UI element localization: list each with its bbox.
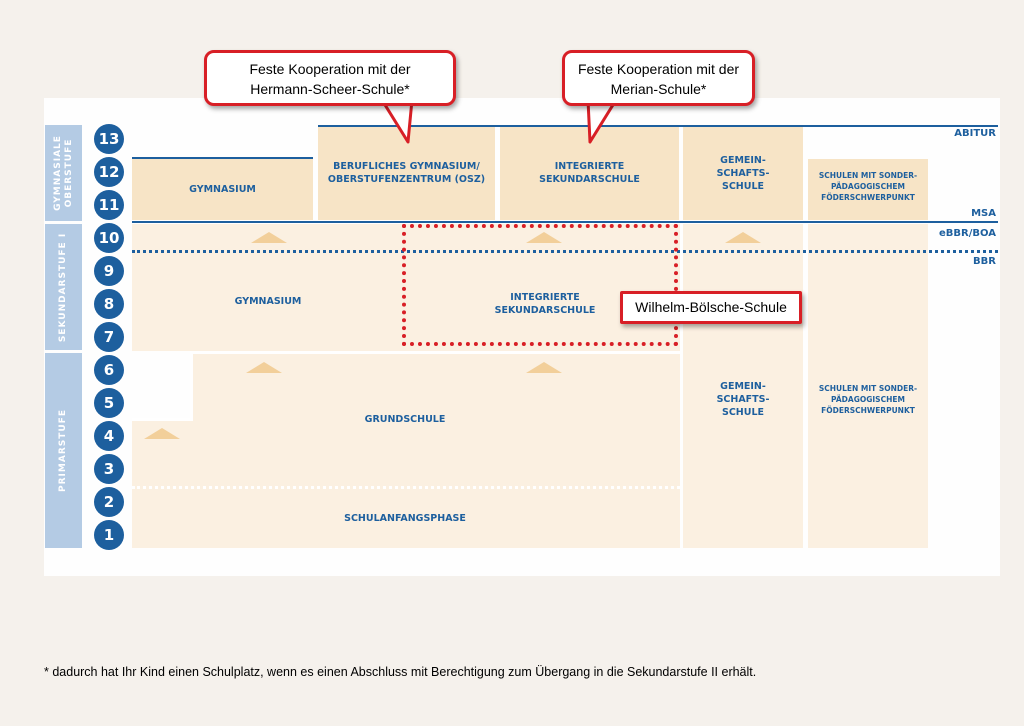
label-gymnasium-upper: GYMNASIUM [189, 184, 256, 195]
transition-triangle-grundschule-6b [526, 362, 562, 373]
label-iss-upper: INTEGRIERTE SEKUNDARSCHULE [539, 161, 640, 185]
grade-6: 6 [94, 355, 124, 385]
block-gemeinschaftsschule-lower [683, 224, 803, 548]
label-foerder-upper: SCHULEN MIT SONDER- PÄDAGOGISCHEM FÖDERS… [818, 171, 918, 202]
level-ebbr-boa: eBBR/BOA [939, 228, 996, 239]
callout-merian-pointer [586, 100, 618, 144]
callout-hermann-pointer [380, 100, 414, 144]
grade-2: 2 [94, 487, 124, 517]
step-line-horizontal-bottom [132, 418, 193, 421]
grade-10: 10 [94, 223, 124, 253]
callout-merian-text: Feste Kooperation mit der Merian-Schule* [577, 61, 740, 97]
label-grundschule: GRUNDSCHULE [364, 414, 446, 425]
level-abitur: ABITUR [954, 128, 996, 139]
block-gemeinschaftsschule-upper [683, 126, 803, 220]
step-line-vertical [190, 351, 193, 421]
level-msa: MSA [971, 208, 996, 219]
callout-hermann-scheer: Feste Kooperation mit der Hermann-Scheer… [204, 50, 456, 106]
highlight-iss-box [402, 224, 678, 346]
label-foerder-lower: SCHULEN MIT SONDER- PÄDAGOGISCHEM FÖDERS… [818, 384, 918, 415]
grade-13: 13 [94, 124, 124, 154]
block-foerder-upper [808, 159, 928, 220]
stage-primarstufe: PRIMARSTUFE [45, 353, 82, 548]
grade-1: 1 [94, 520, 124, 550]
bbr-dotted-line [132, 250, 998, 253]
label-gemeinschaftsschule-upper: GEMEIN- SCHAFTS- SCHULE [716, 155, 770, 192]
callout-hermann-text: Feste Kooperation mit der Hermann-Scheer… [249, 61, 411, 97]
stage-sekundarstufe-i: SEKUNDARSTUFE I [45, 224, 82, 350]
label-berufliches-gymnasium: BERUFLICHES GYMNASIUM/ OBERSTUFENZENTRUM… [327, 161, 486, 185]
block-foerder-lower [808, 224, 928, 548]
grade-7: 7 [94, 322, 124, 352]
grade-12: 12 [94, 157, 124, 187]
abitur-corner [830, 127, 930, 159]
grade-8: 8 [94, 289, 124, 319]
step-line-horizontal-top [193, 351, 680, 354]
footnote: * dadurch hat Ihr Kind einen Schulplatz,… [44, 665, 757, 679]
grade-9: 9 [94, 256, 124, 286]
transition-triangle-grundschule-4 [144, 428, 180, 439]
transition-triangle-gemeinschaftsschule [725, 232, 761, 243]
grade-4: 4 [94, 421, 124, 451]
abitur-line [318, 125, 998, 127]
transition-triangle-iss [526, 232, 562, 243]
level-bbr: BBR [973, 256, 996, 267]
grade-5: 5 [94, 388, 124, 418]
callout-wilhelm-boelsche: Wilhelm-Bölsche-Schule [620, 291, 802, 324]
transition-triangle-gymnasium [251, 232, 287, 243]
schulanfang-dotted-line [132, 486, 680, 489]
label-iss-lower: INTEGRIERTE SEKUNDARSCHULE [494, 292, 596, 316]
label-schulanfangsphase: SCHULANFANGSPHASE [344, 513, 466, 524]
callout-merian: Feste Kooperation mit der Merian-Schule* [562, 50, 755, 106]
stage-gymnasiale-oberstufe: GYMNASIALE OBERSTUFE [45, 125, 82, 221]
gymnasium-top-line [132, 157, 313, 159]
grade-11: 11 [94, 190, 124, 220]
block-gymnasium-upper [132, 159, 313, 220]
label-gymnasium-lower: GYMNASIUM [234, 296, 302, 307]
callout-wilhelm-text: Wilhelm-Bölsche-Schule [635, 299, 787, 315]
block-secondary-left [132, 224, 680, 351]
transition-triangle-grundschule-6 [246, 362, 282, 373]
grade-3: 3 [94, 454, 124, 484]
block-grundschule [132, 421, 680, 548]
label-gemeinschaftsschule-lower: GEMEIN- SCHAFTS- SCHULE [716, 381, 770, 418]
msa-line [132, 221, 998, 223]
